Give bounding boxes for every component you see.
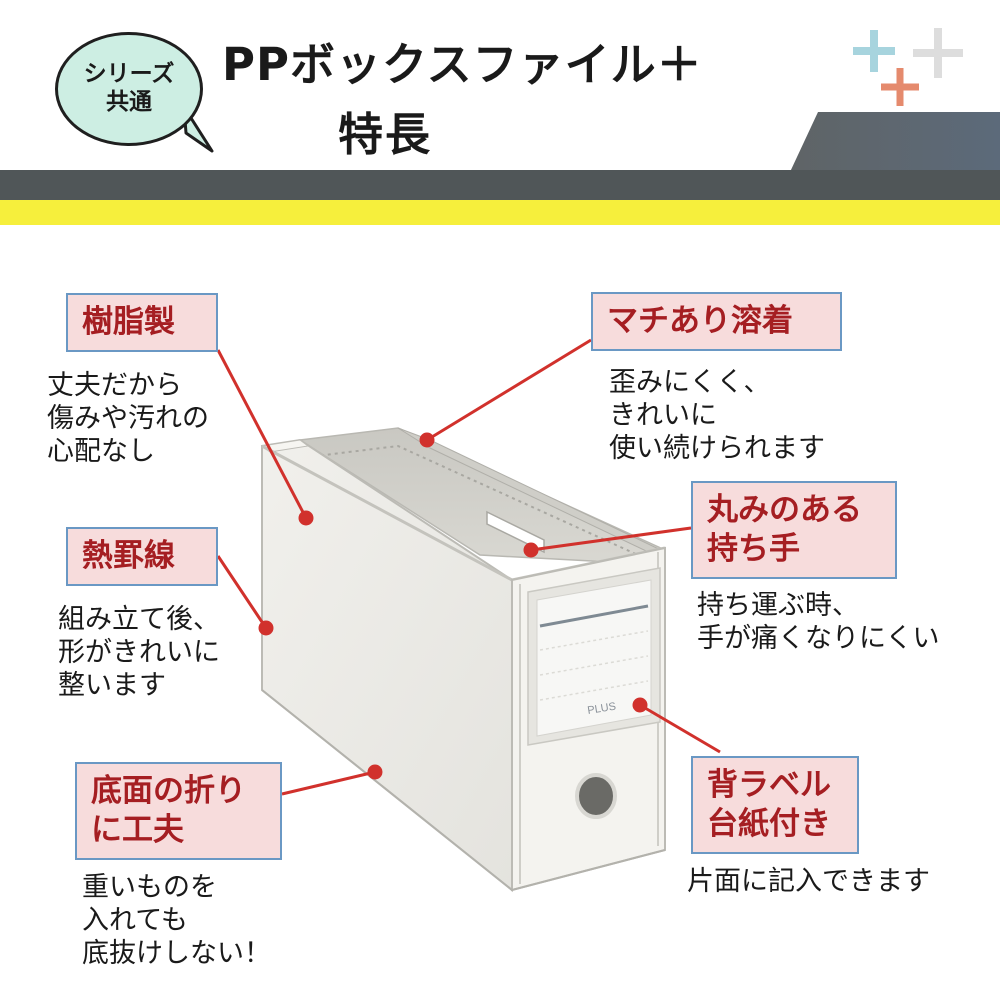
plus-decoration-icon — [853, 28, 963, 106]
feature-desc-resin: 丈夫だから 傷みや汚れの 心配なし — [47, 370, 209, 467]
feature-label-resin: 樹脂製 — [66, 293, 218, 352]
page-subtitle: 特長 — [338, 108, 433, 161]
header-yellow-band — [0, 200, 1000, 225]
series-common-bubble: シリーズ 共通 — [55, 32, 203, 146]
feature-label-heat-crease: 熱罫線 — [66, 527, 218, 586]
feature-desc-round-handle: 持ち運ぶ時、 手が痛くなりにくい — [697, 590, 940, 654]
feature-label-spine-label: 背ラベル 台紙付き — [691, 756, 859, 854]
feature-desc-gusset-weld: 歪みにくく、 きれいに 使い続けられます — [609, 367, 825, 464]
product-brand-text: PLUS — [587, 701, 617, 717]
feature-desc-bottom-fold: 重いものを 入れても 底抜けしない！ — [82, 872, 271, 969]
feature-desc-heat-crease: 組み立て後、 形がきれいに 整います — [58, 604, 220, 701]
feature-desc-spine-label: 片面に記入できます — [687, 866, 930, 897]
series-common-text: シリーズ 共通 — [83, 61, 175, 115]
feature-label-gusset-weld: マチあり溶着 — [591, 292, 842, 351]
header-dark-band — [0, 170, 1000, 200]
feature-label-round-handle: 丸みのある 持ち手 — [691, 481, 897, 579]
feature-label-bottom-fold: 底面の折り に工夫 — [75, 762, 282, 860]
header-slant-band — [790, 112, 1000, 172]
page-title: PPボックスファイル＋ — [222, 38, 703, 91]
